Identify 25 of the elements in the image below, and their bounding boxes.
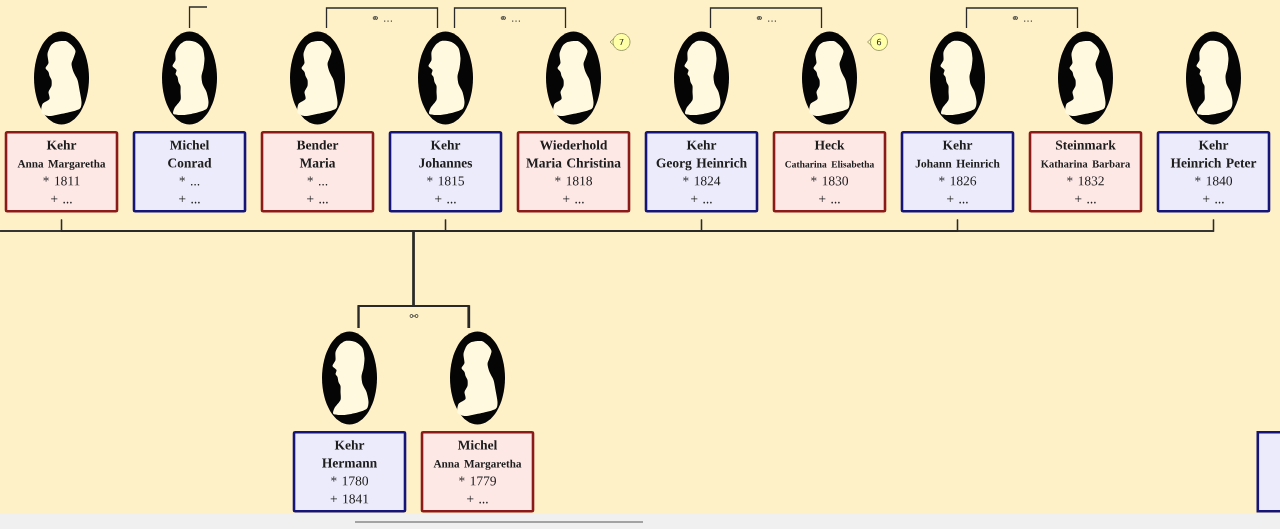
edge-label: ⚭ ... (753, 15, 779, 23)
person-card: Bender Maria * ... + ... (260, 131, 375, 213)
connector-line (188, 6, 208, 29)
person-card: Michel Conrad * ... + ... (132, 131, 247, 213)
connector-line (453, 7, 567, 29)
person-card: Kehr Johann Heinrich * 1826 + ... (900, 131, 1015, 213)
person-card: Heck Catharina Elisabetha * 1830 + ... (772, 131, 887, 213)
person-card: Michel Anna Margaretha * 1779 + ... (420, 431, 535, 513)
connector-line (709, 7, 823, 29)
person-card (1256, 431, 1280, 513)
count-badge: 7 (609, 33, 631, 51)
person-card: Kehr Georg Heinrich * 1824 + ... (644, 131, 759, 213)
edge-label: ⚯ (408, 313, 420, 321)
person-card: Wiederhold Maria Christina * 1818 + ... (516, 131, 631, 213)
count-badge: 6 (867, 33, 888, 51)
person-card: Kehr Anna Margaretha * 1811 + ... (4, 131, 119, 213)
person-card: Kehr Hermann * 1780 + 1841 (292, 431, 407, 513)
person-card: Kehr Johannes * 1815 + ... (388, 131, 503, 213)
edge-label: ⚭ ... (498, 15, 523, 23)
edge-label: ⚭ ... (1009, 15, 1035, 23)
connector-line (965, 7, 1079, 29)
person-card: Steinmark Katharina Barbara * 1832 + ... (1028, 131, 1143, 213)
edge-label: ⚭ ... (370, 15, 395, 23)
person-card: Kehr Heinrich Peter * 1840 + ... (1156, 131, 1271, 213)
connector-line (325, 7, 439, 29)
